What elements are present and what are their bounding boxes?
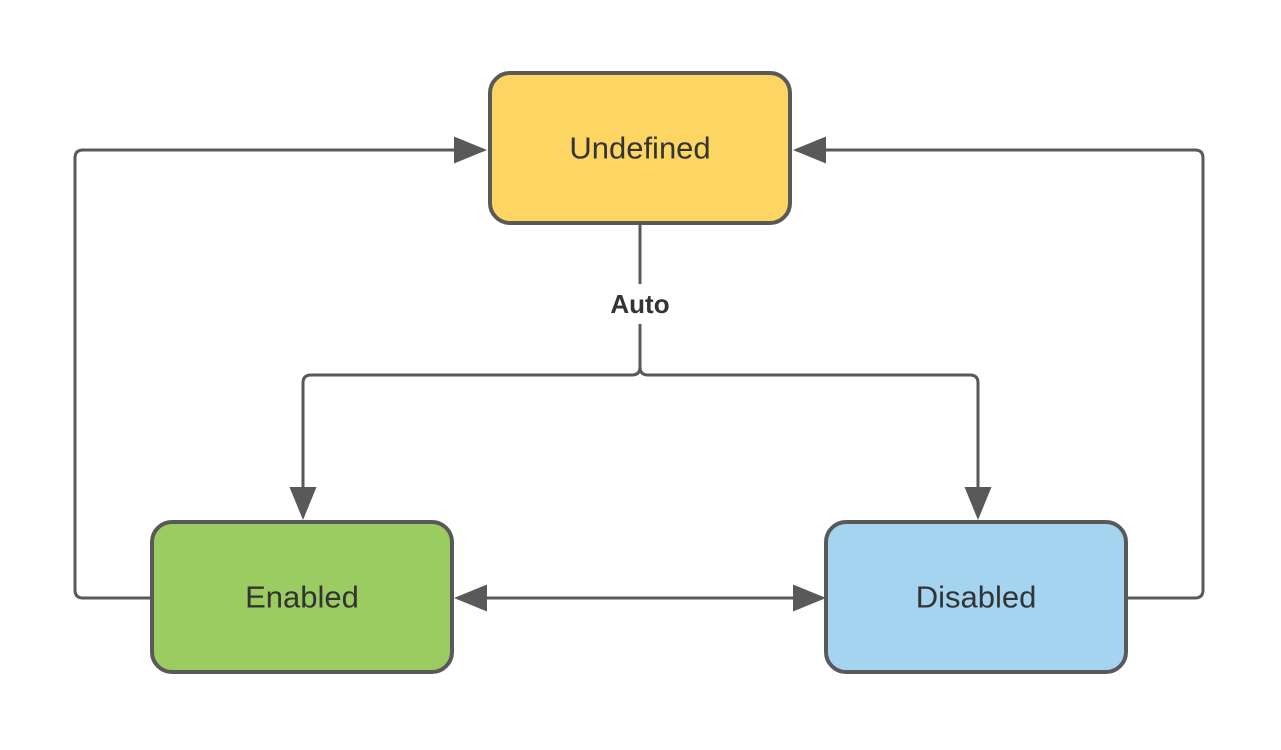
edge-undefined-to-disabled (638, 223, 992, 520)
edge-undefined-to-enabled (289, 223, 642, 520)
node-enabled-label: Enabled (245, 580, 359, 615)
node-disabled-shape (824, 520, 1128, 674)
edge-label-group: Auto (598, 284, 682, 324)
node-disabled-label: Disabled (916, 580, 1037, 615)
edge-enabled-to-undefined (73, 136, 487, 600)
node-enabled: Enabled (150, 520, 454, 674)
edge-label-background (598, 284, 682, 324)
node-enabled-shape (150, 520, 454, 674)
node-undefined: Undefined (488, 71, 792, 225)
node-undefined-label: Undefined (569, 131, 710, 166)
edge-layer (73, 136, 1205, 612)
node-undefined-shape (488, 71, 792, 225)
edge-disabled-to-undefined (793, 136, 1205, 600)
node-disabled: Disabled (824, 520, 1128, 674)
node-layer: Undefined Enabled Disabled (150, 71, 1128, 674)
edge-label-auto: Auto (610, 289, 669, 319)
